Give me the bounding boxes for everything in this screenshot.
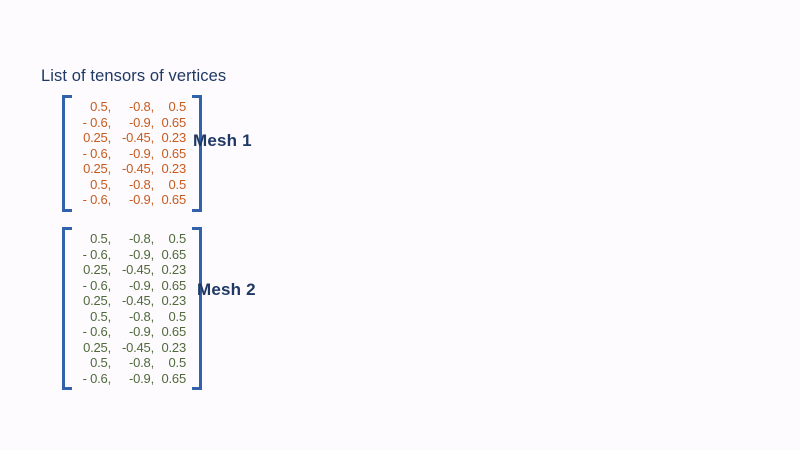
- matrix-row: 0.25, -0.45, 0.23: [78, 340, 186, 356]
- mesh2-left-bracket-icon: [62, 227, 72, 390]
- matrix-cell: -0.8,: [128, 231, 154, 246]
- matrix-cell: -0.45,: [121, 161, 154, 176]
- matrix-cell: -0.9,: [128, 246, 154, 262]
- matrix-cell: - 0.6,: [82, 192, 112, 207]
- matrix-cell: -0.8,: [128, 99, 154, 114]
- matrix-cell: - 0.6,: [82, 370, 112, 386]
- matrix-cell: 0.25,: [83, 339, 111, 355]
- matrix-cell: 0.65: [161, 370, 186, 386]
- matrix-row: - 0.6, -0.9, 0.65: [78, 246, 187, 263]
- matrix-cell: 0.23: [161, 339, 186, 355]
- matrix-cell: 0.5: [168, 99, 187, 114]
- matrix-row: 0.5, -0.8, 0.5: [78, 99, 186, 115]
- matrix-cell: -0.9,: [128, 114, 154, 130]
- matrix-row: 0.5, -0.8, 0.5: [78, 355, 186, 371]
- matrix-row: 0.25, -0.45, 0.23: [78, 130, 186, 146]
- matrix-cell: -0.9,: [128, 324, 154, 339]
- mesh2-matrix: 0.5, -0.8, 0.5 - 0.6, -0.9, 0.65 0.25, -…: [62, 227, 202, 390]
- matrix-row: - 0.6, -0.9, 0.65: [78, 324, 187, 340]
- mesh1-right-bracket-icon: [192, 95, 202, 212]
- matrix-cell: -0.45,: [121, 339, 154, 355]
- matrix-cell: -0.45,: [121, 130, 154, 145]
- matrix-cell: -0.8,: [128, 176, 154, 192]
- matrix-cell: 0.65: [161, 246, 186, 262]
- matrix-cell: 0.65: [161, 324, 186, 339]
- matrix-cell: 0.5: [168, 308, 187, 324]
- matrix-cell: 0.23: [161, 262, 186, 277]
- matrix-cell: 0.5,: [90, 176, 111, 192]
- matrix-cell: 0.5,: [90, 355, 111, 370]
- matrix-row: 0.5, -0.8, 0.5: [78, 309, 186, 325]
- matrix-cell: 0.65: [161, 192, 186, 207]
- mesh2-label: Mesh 2: [197, 280, 256, 299]
- matrix-cell: - 0.6,: [82, 114, 112, 130]
- matrix-cell: -0.9,: [128, 370, 154, 386]
- matrix-row: 0.5, -0.8, 0.5: [78, 177, 186, 193]
- matrix-cell: - 0.6,: [82, 324, 112, 339]
- matrix-row: 0.5, -0.8, 0.5: [78, 231, 186, 247]
- matrix-cell: -0.9,: [128, 145, 154, 161]
- page-title: List of tensors of vertices: [41, 67, 227, 85]
- matrix-row: - 0.6, -0.9, 0.65: [78, 277, 187, 294]
- matrix-cell: -0.45,: [121, 262, 154, 277]
- matrix-row: 0.25, -0.45, 0.23: [78, 262, 186, 278]
- matrix-cell: -0.45,: [121, 293, 154, 308]
- matrix-cell: 0.5: [168, 176, 187, 192]
- matrix-cell: -0.9,: [128, 192, 154, 207]
- mesh1-left-bracket-icon: [62, 95, 72, 212]
- matrix-cell: 0.5,: [90, 308, 111, 324]
- matrix-cell: 0.65: [161, 145, 186, 161]
- matrix-cell: - 0.6,: [82, 277, 112, 293]
- matrix-cell: 0.23: [161, 161, 186, 176]
- matrix-row: 0.25, -0.45, 0.23: [78, 161, 186, 177]
- matrix-cell: 0.5: [168, 355, 187, 370]
- mesh1-matrix: 0.5, -0.8, 0.5 - 0.6, -0.9, 0.65 0.25, -…: [62, 95, 202, 212]
- matrix-cell: -0.8,: [128, 355, 154, 370]
- matrix-cell: 0.65: [161, 277, 186, 293]
- matrix-cell: 0.65: [161, 114, 186, 130]
- matrix-cell: 0.5,: [90, 99, 111, 114]
- matrix-cell: - 0.6,: [82, 246, 112, 262]
- matrix-cell: 0.25,: [83, 161, 111, 176]
- matrix-cell: 0.5: [168, 231, 187, 246]
- matrix-row: 0.25, -0.45, 0.23: [78, 293, 186, 309]
- matrix-cell: 0.25,: [83, 130, 111, 145]
- mesh1-matrix-grid: 0.5, -0.8, 0.5 - 0.6, -0.9, 0.65 0.25, -…: [72, 95, 192, 212]
- mesh2-matrix-grid: 0.5, -0.8, 0.5 - 0.6, -0.9, 0.65 0.25, -…: [72, 227, 192, 390]
- matrix-cell: 0.25,: [83, 262, 111, 277]
- mesh1-label: Mesh 1: [193, 131, 252, 150]
- matrix-row: - 0.6, -0.9, 0.65: [78, 192, 187, 208]
- matrix-row: - 0.6, -0.9, 0.65: [78, 370, 187, 387]
- matrix-cell: 0.23: [161, 293, 186, 308]
- matrix-row: - 0.6, -0.9, 0.65: [78, 145, 187, 162]
- matrix-cell: -0.8,: [128, 308, 154, 324]
- matrix-cell: - 0.6,: [82, 145, 112, 161]
- matrix-cell: 0.23: [161, 130, 186, 145]
- matrix-cell: -0.9,: [128, 277, 154, 293]
- matrix-row: - 0.6, -0.9, 0.65: [78, 114, 187, 131]
- mesh2-right-bracket-icon: [192, 227, 202, 390]
- matrix-cell: 0.25,: [83, 293, 111, 308]
- matrix-cell: 0.5,: [90, 231, 111, 246]
